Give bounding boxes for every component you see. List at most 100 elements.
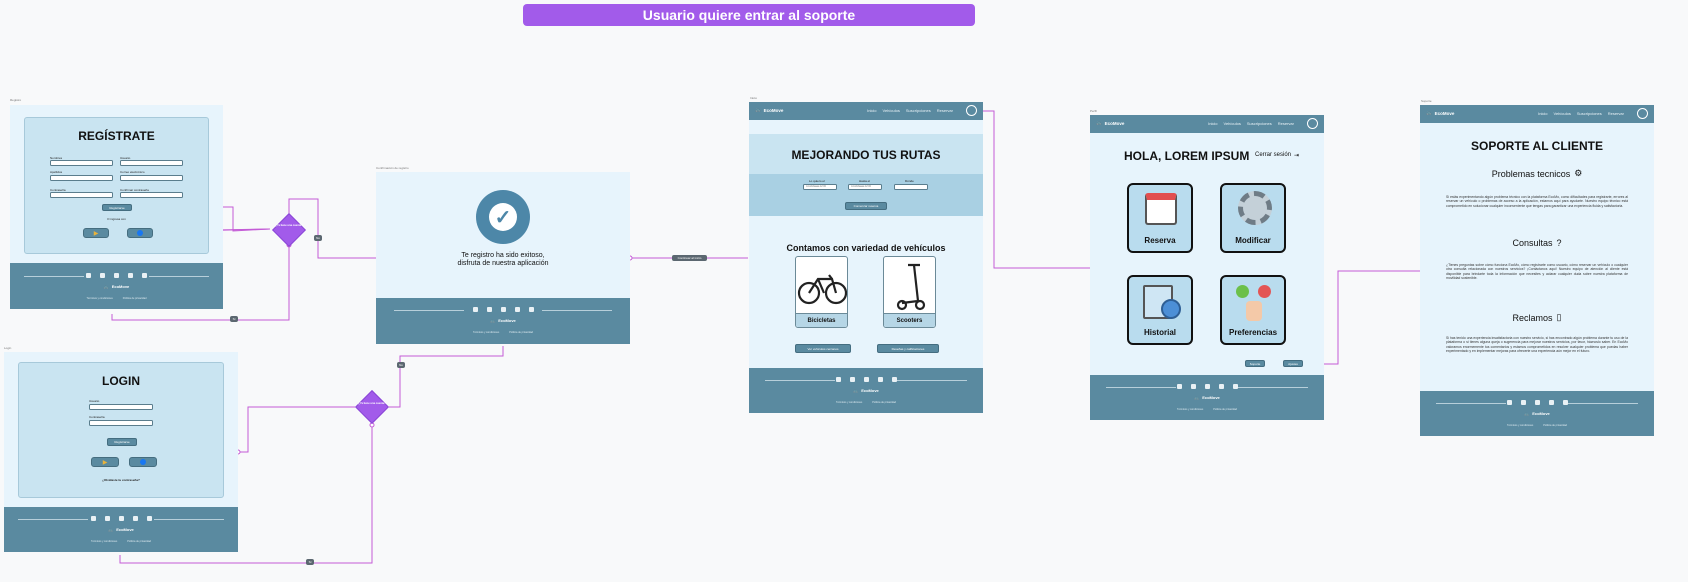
label-nombres: Nombres bbox=[50, 156, 63, 160]
tiktok-icon[interactable] bbox=[528, 307, 534, 312]
x-icon[interactable] bbox=[1204, 384, 1210, 389]
facebook-icon[interactable] bbox=[1176, 384, 1182, 389]
youtube-icon[interactable] bbox=[1548, 400, 1554, 405]
forgot-password-link[interactable]: ¿Olvidaste tu contraseña? bbox=[102, 478, 140, 482]
login-button[interactable]: Registrarse bbox=[107, 438, 137, 446]
user-avatar-icon[interactable] bbox=[1637, 108, 1648, 119]
tile-modificar[interactable]: Modificar bbox=[1220, 183, 1286, 253]
instagram-icon[interactable] bbox=[1520, 400, 1526, 405]
place-input[interactable] bbox=[894, 184, 928, 190]
x-icon[interactable] bbox=[114, 273, 119, 278]
nearby-vehicles-button[interactable]: Ver vehículos cercanos bbox=[795, 344, 851, 353]
nav-logo[interactable]: 🚲EcoMove bbox=[1426, 110, 1455, 116]
facebook-icon[interactable] bbox=[835, 377, 841, 382]
nav-reservar[interactable]: Reservar bbox=[1277, 121, 1294, 126]
instagram-icon[interactable] bbox=[486, 307, 492, 312]
pickup-date-input[interactable]: mm/dd/aaaa 12:00 bbox=[803, 184, 837, 190]
bikes-card[interactable]: Bicicletas bbox=[795, 256, 848, 328]
nav-vehiculos[interactable]: Vehículos bbox=[882, 108, 900, 113]
return-date-input[interactable]: mm/dd/aaaa 12:00 bbox=[848, 184, 882, 190]
settings-button[interactable]: Ajustes bbox=[1283, 360, 1303, 367]
user-avatar-icon[interactable] bbox=[966, 105, 977, 116]
youtube-icon[interactable] bbox=[514, 307, 520, 312]
nav-reservar[interactable]: Reservar bbox=[936, 108, 953, 113]
privacy-link[interactable]: Política de privacidad bbox=[122, 297, 147, 300]
google-play-button[interactable]: ▶ bbox=[91, 457, 119, 467]
logout-link[interactable]: Cerrar sesión⇥ bbox=[1255, 152, 1300, 159]
instagram-icon[interactable] bbox=[1190, 384, 1196, 389]
youtube-icon[interactable] bbox=[877, 377, 883, 382]
nav-logo[interactable]: 🚲EcoMove bbox=[755, 107, 784, 113]
tile-reserva[interactable]: Reserva bbox=[1127, 183, 1193, 253]
facebook-button[interactable] bbox=[127, 228, 153, 238]
tile-preferencias[interactable]: Preferencias bbox=[1220, 275, 1286, 345]
privacy-link[interactable]: Política de privacidad bbox=[127, 540, 152, 543]
instagram-icon[interactable] bbox=[104, 516, 110, 521]
nombres-input[interactable] bbox=[50, 160, 113, 166]
usuario-input[interactable] bbox=[120, 160, 183, 166]
privacy-link[interactable]: Política de privacidad bbox=[1213, 408, 1238, 411]
nav-suscripciones[interactable]: Suscripciones bbox=[1576, 111, 1602, 116]
privacy-link[interactable]: Política de privacidad bbox=[872, 401, 897, 404]
facebook-icon[interactable] bbox=[90, 516, 96, 521]
tiktok-icon[interactable] bbox=[891, 377, 897, 382]
apellidos-input[interactable] bbox=[50, 175, 113, 181]
bicycle-icon bbox=[797, 274, 847, 305]
x-icon[interactable] bbox=[500, 307, 506, 312]
tiktok-icon[interactable] bbox=[142, 273, 147, 278]
facebook-icon[interactable] bbox=[86, 273, 91, 278]
support-title: SOPORTE AL CLIENTE bbox=[1470, 139, 1603, 153]
scooters-card[interactable]: Scooters bbox=[883, 256, 936, 328]
youtube-icon[interactable] bbox=[132, 516, 138, 521]
youtube-icon[interactable] bbox=[128, 273, 133, 278]
terms-link[interactable]: Términos y condiciones bbox=[835, 401, 863, 404]
x-icon[interactable] bbox=[1534, 400, 1540, 405]
help-icon: ? bbox=[1556, 238, 1562, 248]
correo-input[interactable] bbox=[120, 175, 183, 181]
login-usuario-input[interactable] bbox=[89, 404, 153, 410]
nav-logo[interactable]: 🚲EcoMove bbox=[1096, 120, 1125, 126]
instagram-icon[interactable] bbox=[849, 377, 855, 382]
x-icon[interactable] bbox=[118, 516, 124, 521]
facebook-icon[interactable] bbox=[1506, 400, 1512, 405]
tiktok-icon[interactable] bbox=[1562, 400, 1568, 405]
facebook-icon[interactable] bbox=[472, 307, 478, 312]
reviews-button[interactable]: Reseñas y calificaciones bbox=[877, 344, 939, 353]
user-avatar-icon[interactable] bbox=[1307, 118, 1318, 129]
support-button[interactable]: Soporte bbox=[1245, 360, 1265, 367]
login-contrasena-input[interactable] bbox=[89, 420, 153, 426]
nav-vehiculos[interactable]: Vehículos bbox=[1223, 121, 1241, 126]
terms-link[interactable]: Términos y condiciones bbox=[1506, 424, 1534, 427]
tiktok-icon[interactable] bbox=[146, 516, 152, 521]
privacy-link[interactable]: Política de privacidad bbox=[1543, 424, 1568, 427]
contrasena-input[interactable] bbox=[50, 192, 113, 198]
start-booking-button[interactable]: Comenzar reserva bbox=[845, 202, 887, 210]
nav-inicio[interactable]: Inicio bbox=[867, 108, 877, 113]
nav-suscripciones[interactable]: Suscripciones bbox=[905, 108, 931, 113]
navbar: 🚲EcoMove Inicio Vehículos Suscripciones Res… bbox=[749, 102, 983, 120]
footer-divider bbox=[765, 380, 835, 381]
terms-link[interactable]: Términos y condiciones bbox=[1176, 408, 1204, 411]
nav-suscripciones[interactable]: Suscripciones bbox=[1246, 121, 1272, 126]
instagram-icon[interactable] bbox=[100, 273, 105, 278]
nav-reservar[interactable]: Reservar bbox=[1607, 111, 1624, 116]
privacy-link[interactable]: Política de privacidad bbox=[509, 331, 534, 334]
terms-link[interactable]: Términos y condiciones bbox=[472, 331, 500, 334]
nav-inicio[interactable]: Inicio bbox=[1208, 121, 1218, 126]
x-icon[interactable] bbox=[863, 377, 869, 382]
google-play-button[interactable]: ▶ bbox=[83, 228, 109, 238]
confirmar-input[interactable] bbox=[120, 192, 183, 198]
bike-logo-icon: 🚲 bbox=[1194, 395, 1200, 400]
nav-inicio[interactable]: Inicio bbox=[1538, 111, 1548, 116]
register-button[interactable]: Registrarse bbox=[102, 204, 132, 211]
youtube-icon[interactable] bbox=[1218, 384, 1224, 389]
tile-historial[interactable]: Historial bbox=[1127, 275, 1193, 345]
terms-link[interactable]: Términos y condiciones bbox=[90, 540, 118, 543]
tiktok-icon[interactable] bbox=[1232, 384, 1238, 389]
nav-vehiculos[interactable]: Vehículos bbox=[1553, 111, 1571, 116]
register-title: REGÍSTRATE bbox=[78, 129, 155, 143]
facebook-button[interactable] bbox=[129, 457, 157, 467]
terms-link[interactable]: Términos y condiciones bbox=[86, 297, 113, 300]
